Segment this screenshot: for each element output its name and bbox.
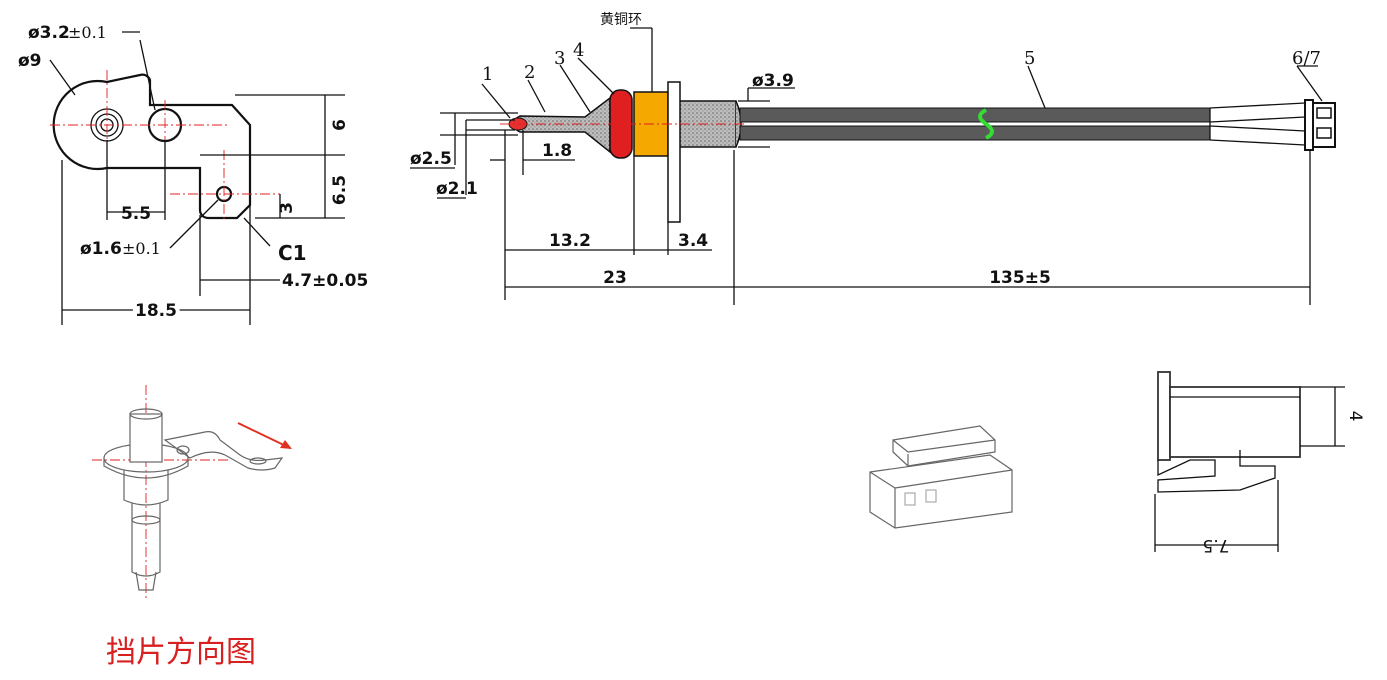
direction-arrow xyxy=(237,422,291,449)
isometric-pin: 挡片方向图 xyxy=(92,385,292,670)
top-view: ø3.2 ±0.1 ø9 6 6.5 3 5.5 ø1.6 ±0.1 C1 4.… xyxy=(18,23,368,325)
callout-4: 4 xyxy=(573,40,584,61)
dim-5-5: 5.5 xyxy=(121,204,151,224)
dim-13-2: 13.2 xyxy=(549,231,591,251)
dim-3-4: 3.4 xyxy=(678,231,708,251)
brass-ring-label: 黄铜环 xyxy=(600,11,642,28)
dim-hole-1-6: ø1.6 xyxy=(80,239,122,259)
dim-outer-9: ø9 xyxy=(18,51,42,71)
connector-iso xyxy=(869,425,1013,529)
dim-1-8: 1.8 xyxy=(542,141,572,161)
dim-small-tol: ±0.1 xyxy=(122,239,161,258)
caption: 挡片方向图 xyxy=(106,635,256,670)
dim-3: 3 xyxy=(277,202,297,214)
cable-lower xyxy=(739,125,1211,141)
dim-hole-3-2: ø3.2 xyxy=(28,23,70,43)
dim-6-5: 6.5 xyxy=(330,175,350,205)
break-mark xyxy=(978,108,994,140)
callout-6-7: 6/7 xyxy=(1292,48,1321,69)
connector-head xyxy=(1304,99,1314,151)
cable-upper xyxy=(739,107,1211,123)
dim-4-7: 4.7±0.05 xyxy=(282,271,368,291)
dim-18-5: 18.5 xyxy=(135,301,177,321)
connector-side: 4 7.5 xyxy=(1154,371,1365,555)
dim-connector-7-5: 7.5 xyxy=(1202,535,1229,555)
dim-2-1: ø2.1 xyxy=(436,179,478,199)
dim-3-9: ø3.9 xyxy=(752,71,794,91)
dim-connector-4: 4 xyxy=(1345,411,1365,422)
chamfer-c1: C1 xyxy=(278,241,307,265)
side-view: 黄铜环 1 2 3 4 5 6/7 ø3.9 ø2.5 ø2.1 1.8 13.… xyxy=(410,11,1336,305)
dim-135: 135±5 xyxy=(989,268,1051,288)
callout-2: 2 xyxy=(524,62,535,83)
callout-3: 3 xyxy=(554,48,565,69)
dim-23: 23 xyxy=(603,268,627,288)
dim-6: 6 xyxy=(330,119,350,131)
dim-hole-tol: ±0.1 xyxy=(68,23,107,42)
callout-5: 5 xyxy=(1024,48,1035,69)
flange-plate xyxy=(667,81,681,223)
callout-1: 1 xyxy=(482,64,493,85)
dim-2-5: ø2.5 xyxy=(410,149,452,169)
